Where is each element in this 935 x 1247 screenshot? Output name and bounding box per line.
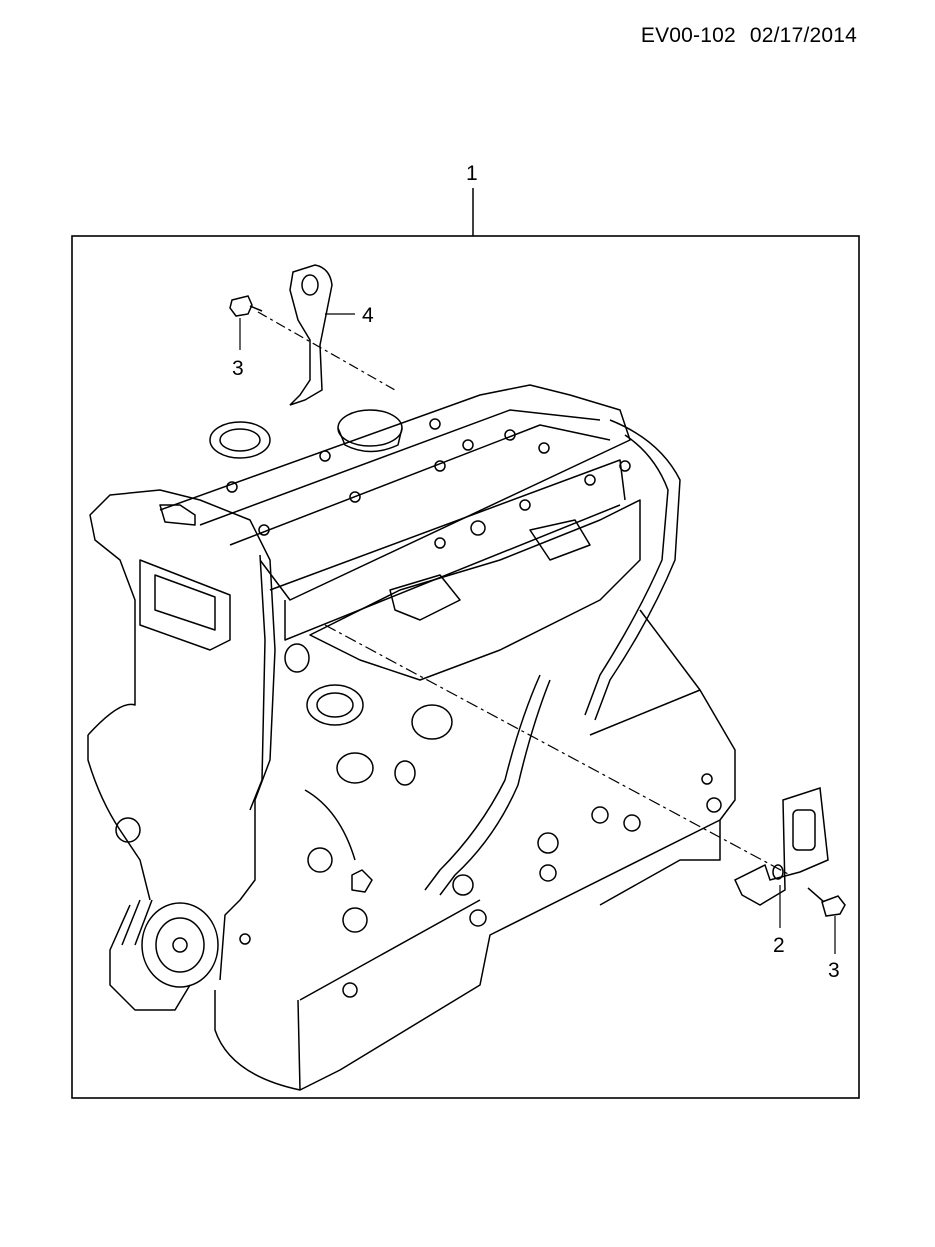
upper-bracket xyxy=(289,264,333,406)
upper-bolt-axis xyxy=(257,311,396,391)
document-header: EV00-102 02/17/2014 xyxy=(627,24,857,48)
callout-3-upper: 3 xyxy=(232,357,244,380)
callout-3-lower: 3 xyxy=(828,959,840,982)
callout-1: 1 xyxy=(466,162,478,185)
doc-code: EV00-102 xyxy=(640,24,736,47)
upper-bolt xyxy=(229,295,263,317)
callout-4: 4 xyxy=(362,304,374,327)
engine-block-drawing xyxy=(87,384,736,1091)
doc-date: 02/17/2014 xyxy=(749,24,857,47)
assembly-frame xyxy=(71,235,860,1099)
lower-bracket xyxy=(734,787,829,906)
callout-2: 2 xyxy=(773,934,785,957)
lower-bolt-axis xyxy=(324,624,791,876)
lower-bolt xyxy=(807,887,846,917)
